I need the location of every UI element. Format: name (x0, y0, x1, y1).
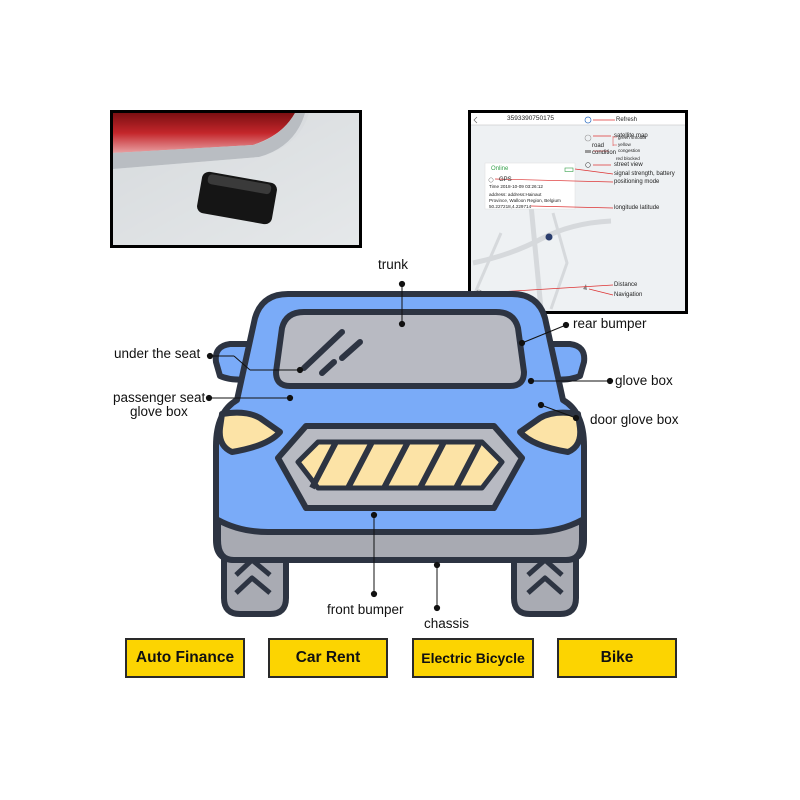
annot-refresh: Refresh (616, 117, 638, 123)
street-view-icon (585, 162, 591, 168)
time-readout: Time 2018-10-09 03:26:12 (489, 184, 543, 189)
address-line-2: Province, Walloon Region, Belgium (489, 198, 561, 203)
satellite-map-icon (584, 134, 592, 142)
device-id: 3593390750175 (507, 115, 554, 122)
status-online: Online (491, 166, 509, 172)
app-map-background (471, 116, 685, 311)
gps-mode-icon (488, 177, 494, 183)
gps-tracker-device (197, 171, 277, 225)
vehicle-marker-icon (545, 233, 553, 241)
tracker-photo (110, 110, 362, 248)
car-rent-button[interactable]: Car Rent (268, 638, 388, 678)
address-line-1: address: address:Hainaut (489, 192, 542, 197)
refresh-icon (584, 116, 592, 124)
bike-button[interactable]: Bike (557, 638, 677, 678)
label-door-glove-box: door glove box (590, 412, 679, 427)
label-chassis: chassis (424, 616, 470, 631)
coordinates: 50.227218,4.229714 (489, 204, 532, 209)
grille-inner (295, 439, 505, 491)
annot-condition: condition (592, 150, 617, 156)
label-passenger-glove-box: glove box (130, 404, 188, 419)
label-trunk: trunk (378, 257, 409, 272)
front-bumper-shape (215, 517, 585, 563)
annot-yellow: yellow (618, 142, 631, 147)
windshield-glare (301, 329, 363, 376)
label-front-bumper: front bumper (327, 602, 404, 617)
grille-stripes (309, 440, 483, 490)
annot-distance: Distance (614, 282, 638, 288)
annot-street-view: street view (614, 162, 643, 168)
annot-signal-battery: signal strength, battery (614, 171, 675, 177)
leader-lines (205, 280, 614, 612)
gps-mode: GPS (499, 177, 512, 183)
road-condition-icon (585, 150, 591, 153)
right-headlight (517, 409, 584, 455)
battery-icon (564, 167, 574, 172)
annot-green-smooth: green smooth (618, 135, 647, 140)
annot-satellite-map: satellite map (614, 133, 648, 139)
windshield (273, 309, 527, 389)
annot-red-blocked: red blocked (616, 156, 640, 161)
label-passenger-seat: passenger seat (113, 390, 206, 405)
annot-positioning-mode: positioning mode (614, 179, 660, 185)
annot-longitude-latitude: longitude latitude (614, 205, 660, 211)
auto-finance-button[interactable]: Auto Finance (125, 638, 245, 678)
annot-congestion: congestion (618, 148, 641, 153)
annot-road: road (592, 143, 605, 149)
back-arrow-icon (473, 116, 478, 124)
tracker-photo-illustration (113, 113, 359, 245)
label-glove-box: glove box (615, 373, 673, 388)
left-headlight (216, 409, 283, 455)
label-rear-bumper: rear bumper (573, 316, 647, 331)
tracking-app-screenshot: 3593390750175 Online GPS Time 2018-10-09… (468, 110, 688, 314)
electric-bicycle-button[interactable]: Electric Bicycle (412, 638, 534, 678)
annot-navigation: Navigation (614, 292, 643, 298)
label-under-the-seat: under the seat (114, 346, 201, 361)
